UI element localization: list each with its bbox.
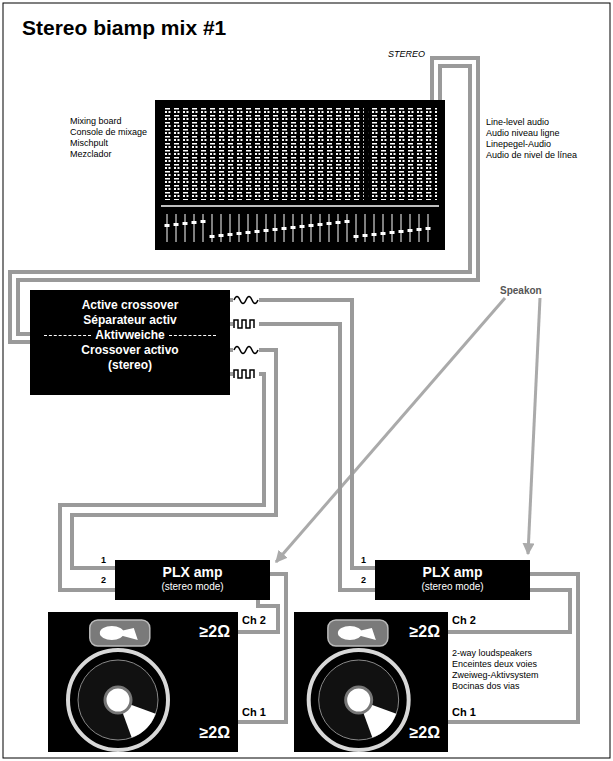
crossover-text: Crossover activo: [81, 343, 178, 358]
label-text: Ch 1: [242, 706, 266, 719]
label-text: 1: [101, 555, 106, 565]
signal-cable: [448, 574, 578, 722]
label-text: STEREO: [388, 49, 425, 59]
label-text: Zweiweg-Aktivsystem: [452, 670, 539, 680]
amp-text: (stereo mode): [381, 581, 524, 593]
label-text: Ch 2: [452, 614, 476, 627]
label-text: 2: [101, 575, 106, 585]
impedance-label: ≥2Ω: [409, 723, 440, 742]
signal-cable: [230, 300, 375, 568]
signal-cable: [238, 600, 278, 632]
label-text: Ch 1: [452, 706, 476, 719]
label-text: Audio niveau ligne: [486, 128, 560, 138]
crossover-text: (stereo): [108, 358, 152, 373]
speaker-cabinet: ≥2Ω ≥2Ω: [48, 612, 238, 752]
amp-text: PLX amp: [121, 564, 264, 581]
signal-cable: [238, 574, 286, 722]
signal-cable: [72, 350, 276, 568]
signal-cable: [448, 590, 570, 632]
filter-symbols: [233, 292, 259, 382]
crossover-text: Active crossover: [82, 298, 179, 313]
label-text: Speakon: [500, 286, 542, 296]
label-text: Ch 2: [242, 614, 266, 627]
mixer-illustration: [155, 100, 445, 250]
label-text: 2-way loudspeakers: [452, 648, 532, 658]
signal-cable: [60, 374, 264, 590]
signal-cable: [230, 324, 375, 590]
part-name: Console de mixage: [70, 127, 147, 138]
part-name: Mischpult: [70, 138, 147, 149]
crossover-text: Aktivweiche: [95, 328, 164, 343]
part-name: Mezclador: [70, 149, 147, 160]
label-text: 2: [361, 575, 366, 585]
signal-cable: [18, 58, 478, 334]
crossover-box: Active crossoverSéparateur activAktivwei…: [30, 290, 230, 395]
amp-box: PLX amp(stereo mode): [375, 560, 530, 600]
diagram-title: Stereo biamp mix #1: [22, 16, 226, 40]
mixing-board: Mixing boardConsole de mixageMischpultMe…: [155, 100, 445, 250]
signal-cable: [10, 66, 470, 342]
impedance-label: ≥2Ω: [199, 622, 230, 641]
label-text: Line-level audio: [486, 117, 549, 127]
divider-line: [44, 335, 91, 336]
label-text: Audio de nivel de línea: [486, 150, 577, 160]
impedance-label: ≥2Ω: [409, 622, 440, 641]
speaker-cabinet: ≥2Ω ≥2Ω: [294, 612, 448, 752]
impedance-label: ≥2Ω: [199, 723, 230, 742]
part-name: Mixing board: [70, 116, 147, 127]
frame: [3, 3, 610, 758]
leader-arrow: [276, 298, 505, 562]
label-text: Enceintes deux voies: [452, 659, 537, 669]
crossover-text: Séparateur activ: [83, 313, 176, 328]
label-text: Linepegel-Audio: [486, 139, 551, 149]
speaker-illustration: [294, 612, 448, 752]
label-text: Bocinas dos vias: [452, 681, 520, 691]
amp-text: (stereo mode): [121, 581, 264, 593]
amp-box: PLX amp(stereo mode): [115, 560, 270, 600]
amp-text: PLX amp: [381, 564, 524, 581]
label-text: 1: [361, 555, 366, 565]
speaker-illustration: [48, 612, 238, 752]
divider-line: [169, 335, 216, 336]
leader-arrow: [528, 298, 540, 554]
